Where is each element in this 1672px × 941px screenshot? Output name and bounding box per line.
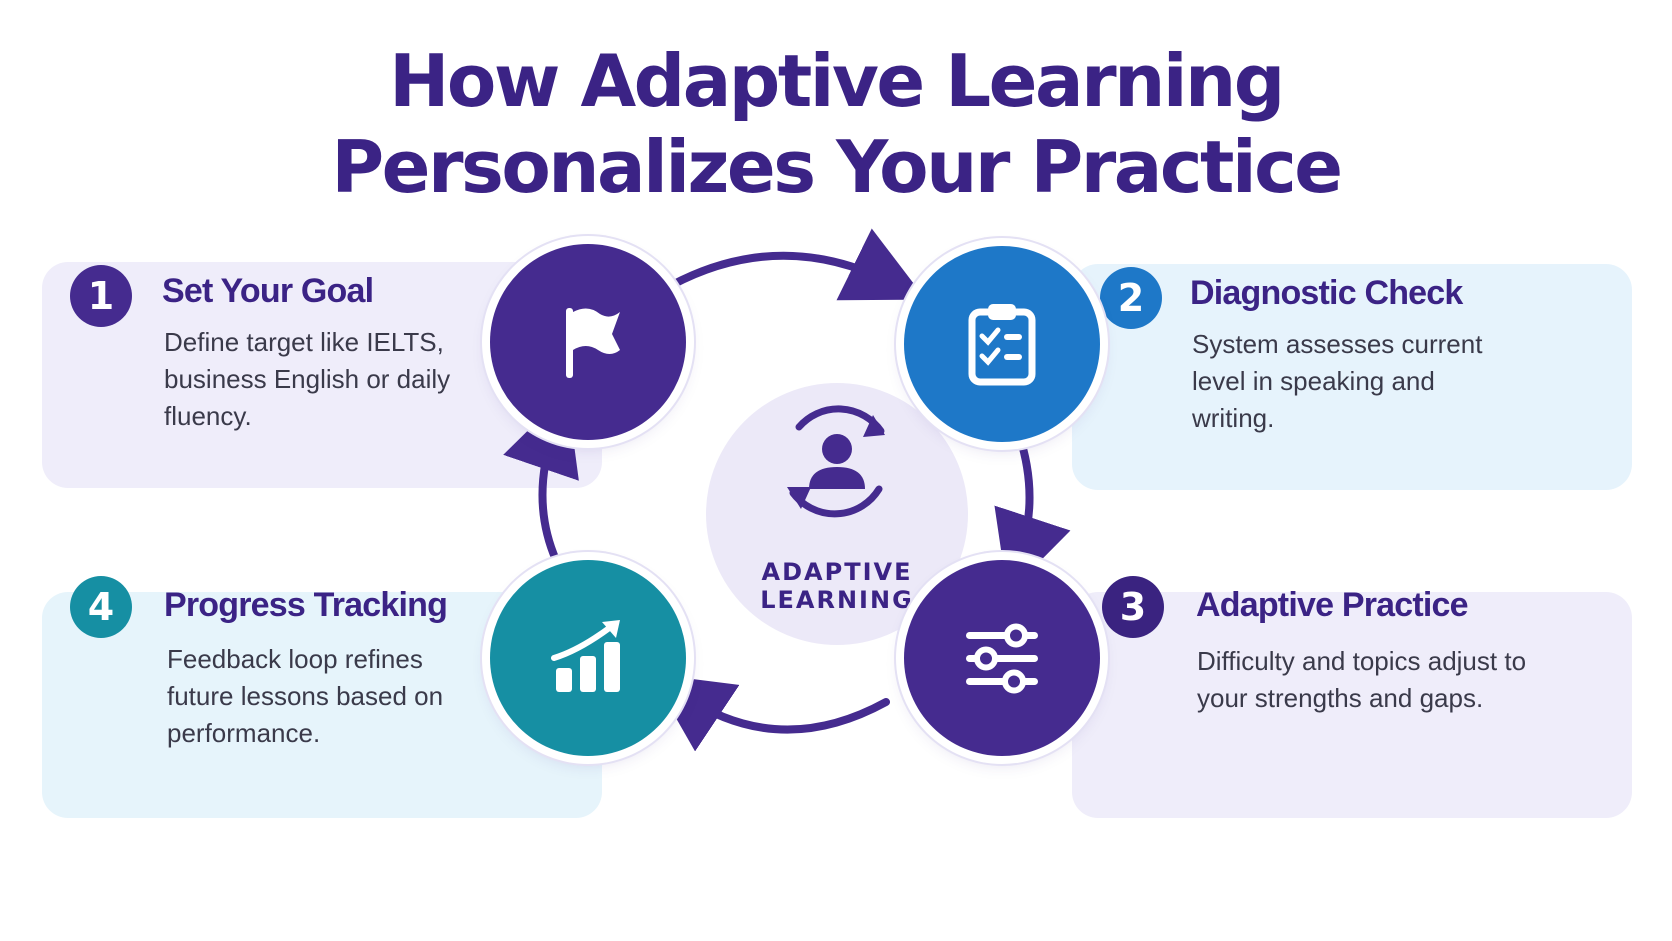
arrow-practice-to-tracking (650, 673, 890, 752)
step-number-badge: 2 (1100, 267, 1162, 329)
step-description: Difficulty and topics adjust to your str… (1197, 646, 1527, 713)
arrow-tracking-to-goal (503, 392, 579, 564)
title-line-1: How Adaptive Learning (389, 39, 1285, 123)
step-number-badge: 3 (1102, 576, 1164, 638)
user-cycle-icon (787, 405, 885, 518)
center-label: ADAPTIVE LEARNING (706, 558, 968, 614)
center-label-line-2: LEARNING (760, 586, 914, 614)
step-card-diagnostic-check (1072, 264, 1632, 490)
bar-chart-growth-icon (551, 620, 620, 692)
step-node-tracking (490, 560, 686, 756)
step-node-practice (904, 560, 1100, 756)
step-description: System assesses current level in speakin… (1192, 329, 1483, 433)
step-node-diagnostic (904, 246, 1100, 442)
arrow-goal-to-diagnostic (668, 228, 926, 301)
arrow-diagnostic-to-practice (994, 428, 1071, 595)
step-heading: Diagnostic Check (1190, 274, 1463, 312)
step-heading: Set Your Goal (162, 272, 374, 310)
step-description: Feedback loop refines future lessons bas… (167, 644, 444, 748)
flag-icon (566, 308, 620, 378)
clipboard-checklist-icon (968, 304, 1036, 386)
step-heading: Progress Tracking (164, 586, 448, 624)
center-label-line-1: ADAPTIVE (761, 558, 913, 586)
step-number-badge: 1 (70, 265, 132, 327)
sliders-icon (966, 623, 1038, 694)
step-description: Define target like IELTS, business Engli… (164, 327, 451, 431)
step-card-adaptive-practice (1072, 592, 1632, 818)
title-line-2: Personalizes Your Practice (331, 125, 1343, 209)
page-title: How Adaptive Learning Personalizes Your … (0, 38, 1672, 210)
step-heading: Adaptive Practice (1196, 586, 1469, 624)
step-node-goal (490, 244, 686, 440)
step-number-badge: 4 (70, 576, 132, 638)
